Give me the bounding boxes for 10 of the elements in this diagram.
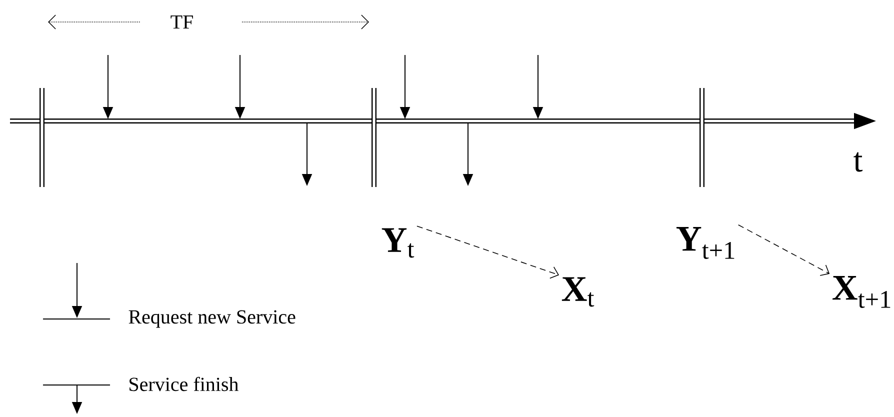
- arrow: [738, 224, 830, 276]
- axis-label: t: [854, 152, 863, 172]
- variable-label: X$_{t}$: [562, 277, 594, 307]
- variable-label: Y$_{t+1}$: [676, 227, 734, 259]
- dimension-label: TF: [170, 15, 193, 29]
- variable-label: X$_{t+1}$: [832, 276, 890, 308]
- legend-text: Request new Service: [128, 310, 296, 328]
- legend-text: Service finish: [130, 376, 238, 392]
- variable-label: Y$_{t}$: [382, 228, 414, 258]
- arrow: [416, 226, 560, 279]
